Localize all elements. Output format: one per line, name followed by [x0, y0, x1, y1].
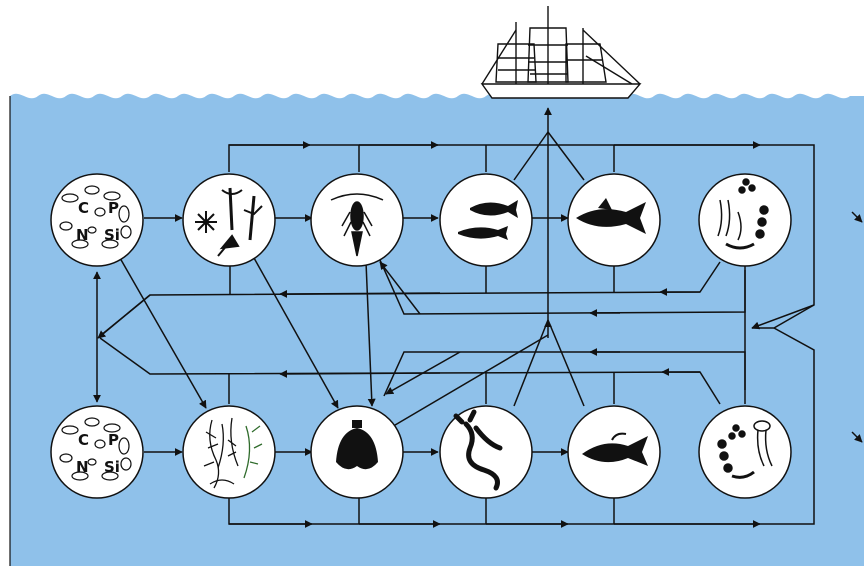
copepod-icon [330, 193, 384, 257]
label-n: N [76, 226, 89, 244]
node-decomposers-bottom [698, 405, 792, 499]
seaweed-icon [203, 417, 263, 489]
top-row [50, 173, 792, 267]
node-phytoplankton [182, 173, 276, 267]
small-fish-icon [458, 200, 518, 240]
worm-icon [453, 409, 503, 491]
label-si: Si [104, 226, 120, 244]
return-line-zoo [379, 259, 746, 315]
bottom-bus [228, 327, 815, 525]
bottom-fish-icon [582, 432, 648, 466]
node-worm [439, 405, 533, 499]
node-small-fish [439, 173, 533, 267]
flow-lines [93, 107, 863, 528]
label-c: C [78, 431, 89, 449]
large-fish-icon [576, 198, 646, 234]
label-p: P [108, 199, 119, 217]
microorganisms-icon [717, 420, 773, 479]
nutrient-pool-icon: C P N Si [59, 185, 132, 249]
top-bus [228, 144, 815, 329]
label-p: P [108, 431, 119, 449]
return-line-clam [383, 351, 746, 397]
nutrient-pool-icon: C P N Si [59, 417, 132, 481]
label-c: C [78, 199, 89, 217]
sailing-ship-icon [480, 6, 642, 99]
microorganisms-icon [717, 178, 769, 250]
label-si: Si [104, 458, 120, 476]
node-decomposers-top [698, 173, 792, 267]
clam-icon [336, 420, 378, 470]
node-seaweed [182, 405, 276, 499]
label-n: N [76, 458, 89, 476]
phytoplankton-icon [195, 187, 263, 257]
